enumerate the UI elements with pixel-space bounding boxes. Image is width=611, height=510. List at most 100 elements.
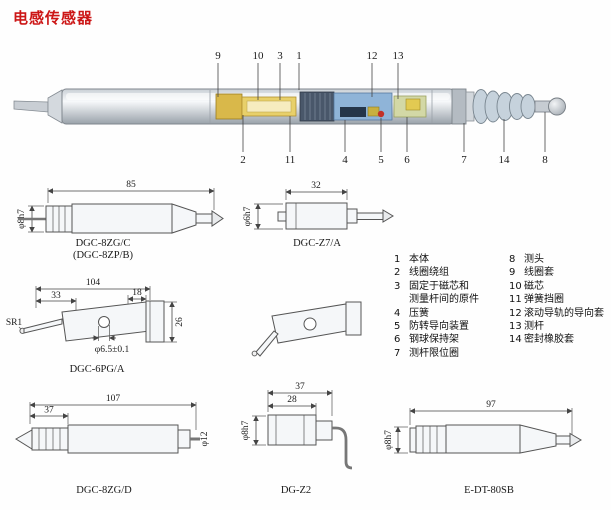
- legend-item-text: 测杆: [524, 320, 544, 332]
- legend-item-text: 密封橡胶套: [524, 334, 574, 346]
- callout-number: 1: [296, 50, 302, 62]
- legend-item: 8 测头: [509, 253, 609, 266]
- legend-item-text: 本体: [409, 254, 429, 265]
- dim-label: 97: [486, 400, 496, 410]
- probe-rod-end: [534, 100, 551, 113]
- drawing-e-dt-80sb: 97 φ8h7 E-DT-80SB: [384, 400, 582, 496]
- knurled-section: [299, 91, 335, 122]
- page-title: 电感传感器: [13, 9, 94, 27]
- dim-label: 26: [175, 317, 185, 327]
- callout-number: 8: [542, 154, 548, 166]
- legend-item-number: 11: [509, 294, 522, 306]
- model-label: DGC-8ZG/D: [76, 485, 132, 496]
- rubber-bellows: [472, 89, 536, 124]
- callout-number: 11: [285, 154, 296, 166]
- callout-number: 12: [367, 50, 378, 62]
- legend-item: 测量杆间的原件: [394, 293, 508, 306]
- probe-left-cone: [47, 89, 63, 124]
- legend-item-number: 4: [394, 307, 401, 319]
- callout-number: 13: [393, 50, 405, 62]
- measuring-head-ball: [548, 97, 566, 116]
- dim-label: 28: [287, 395, 297, 405]
- legend-item-text: 钢球保持架: [409, 334, 459, 346]
- model-sublabel: (DGC-8ZP/B): [73, 250, 134, 261]
- callout-number: 7: [461, 154, 467, 166]
- legend-item-text: 测头: [524, 254, 544, 265]
- legend-item: 7 测杆限位圈: [394, 347, 508, 360]
- legend-item-text: 线圈绕组: [409, 267, 449, 279]
- model-label: DGC-8ZG/C: [76, 238, 131, 249]
- legend-item: 9 线圈套: [509, 266, 609, 279]
- callout-number: 2: [240, 154, 246, 166]
- legend-item-number: 3: [394, 280, 401, 292]
- limit-ring-part: [451, 88, 467, 125]
- model-label: DGC-Z7/A: [293, 238, 341, 249]
- callout-number: 6: [404, 154, 410, 166]
- callout-number: 3: [277, 50, 283, 62]
- legend-item-number: 5: [394, 320, 401, 332]
- callout-numbers: 9 10 3 1 12 13 2 11 4 5 6 7 14 8: [215, 50, 548, 166]
- legend-item-text: 测量杆间的原件: [409, 294, 479, 306]
- probe-left-cable: [13, 100, 49, 113]
- drawing-lever-probe: [251, 301, 362, 357]
- dim-label: 37: [295, 382, 305, 392]
- legend-item-text: 压簧: [409, 307, 429, 319]
- legend-item-number: 13: [509, 320, 522, 332]
- legend-item-text: 滚动导轨的导向套: [524, 307, 604, 319]
- legend-item-number: 7: [394, 347, 401, 359]
- dim-label: 18: [132, 288, 142, 298]
- legend-item: 6 钢球保持架: [394, 333, 508, 346]
- dim-label: 33: [51, 291, 61, 301]
- callout-number: 9: [215, 50, 221, 62]
- coil-sleeve-part: [215, 93, 243, 120]
- legend-item-number: 1: [394, 254, 401, 265]
- drawing-dgc-6pg-a: 104 33 18 SR1 φ6.5±0.1 26 DGC-6: [6, 278, 185, 375]
- legend-item-number: 12: [509, 307, 522, 319]
- dim-label: 104: [86, 278, 101, 288]
- drawing-dgc-8zg-d: 107 37 φ12 DGC-8ZG/D: [15, 394, 210, 496]
- model-label: E-DT-80SB: [464, 485, 514, 496]
- dim-label: 107: [106, 394, 121, 404]
- model-label: DGC-6PG/A: [70, 364, 125, 375]
- legend-item-number: 14: [509, 334, 522, 346]
- drawing-dgc-z7-a: 32 φ6h7 DGC-Z7/A: [243, 181, 394, 249]
- drawing-dg-z2: 37 28 φ8h7 DG-Z2: [241, 382, 353, 496]
- legend-item-text: 线圈套: [524, 267, 554, 279]
- callout-leaders: [217, 63, 546, 152]
- legend-item-number: 10: [509, 280, 522, 292]
- legend-item-number: 8: [509, 254, 516, 265]
- dim-label: φ12: [200, 431, 210, 446]
- dim-label: φ8h7: [384, 430, 394, 450]
- dim-label: φ8h7: [241, 420, 251, 440]
- legend-item-number: 2: [394, 267, 401, 279]
- legend-item-number: 9: [509, 267, 516, 279]
- legend-item-number: 6: [394, 334, 401, 346]
- legend-item-text: 测杆限位圈: [409, 347, 459, 359]
- dim-label: 37: [44, 406, 54, 416]
- drawing-dgc-8zg-c: 85 φ8h7 DGC-8ZG/C (DGC-8ZP/B): [17, 180, 224, 261]
- dim-label: 85: [126, 180, 136, 190]
- legend-item: 2 线圈绕组: [394, 266, 508, 279]
- dim-label: SR1: [6, 318, 23, 328]
- dim-label: 32: [311, 181, 321, 191]
- legend-item-text: 固定于磁芯和: [409, 280, 469, 292]
- legend-item-text: 弹簧挡圈: [524, 294, 564, 306]
- legend-item: 3 固定于磁芯和: [394, 280, 508, 293]
- red-marker-dot: [377, 110, 385, 118]
- callout-number: 14: [499, 154, 511, 166]
- legend-item-text: 磁芯: [524, 280, 544, 292]
- callout-number: 5: [378, 154, 384, 166]
- legend-item: 4 压簧: [394, 307, 508, 320]
- callout-number: 10: [253, 50, 265, 62]
- callout-number: 4: [342, 154, 348, 166]
